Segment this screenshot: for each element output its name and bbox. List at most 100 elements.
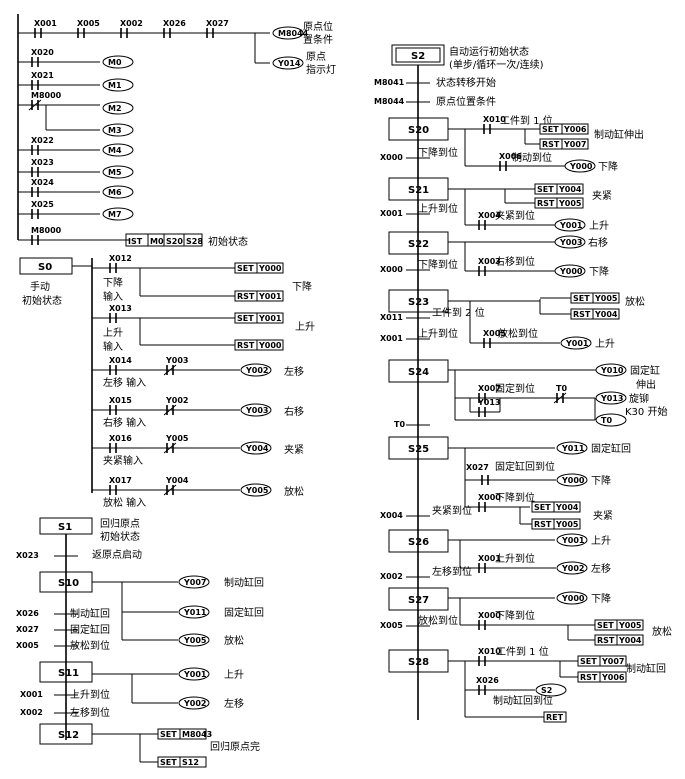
contact-s27-x000: X000 [478,611,501,620]
instr-dev [616,634,644,646]
auto-step-label: S28 [408,657,429,668]
contact-X023: X023 [31,158,54,167]
s26-x001-label: 上升到位 [495,552,535,565]
coil-s22-y003 [554,235,586,249]
coil-s25-y000 [556,473,588,487]
m8044-label: 原点位 [303,20,333,33]
coil-Y005 [240,483,272,497]
s25-x027: X027 [466,463,489,472]
s11-trans-label: 左移到位 [70,706,110,719]
s24-x007-label: 固定到位 [495,382,535,395]
trans-label: 下降到位 [418,146,458,159]
instr-op: SET [534,503,551,512]
coil-s28-s2 [535,683,567,697]
instr-op: RST [237,292,255,301]
instr-dev-label: S12 [182,758,199,767]
trans-label: 放松到位 [418,614,458,627]
y014-label: 指示灯 [306,63,336,76]
s0-up-label: 输入 [103,340,123,353]
coil-M6 [102,185,134,199]
step-s26 [388,529,449,553]
ist-label: S28 [186,237,203,246]
coil-Y004 [240,441,272,455]
coil-M3 [102,123,134,137]
coil-label: Y001 [559,221,583,230]
contact-s25-x000: X000 [478,493,501,502]
instr-op: SET [160,730,177,739]
coil-y014 [272,56,304,70]
step-s27 [388,587,449,611]
instr-dev [599,671,627,683]
move-label: 放松 输入 [103,496,146,509]
contact-Y002: Y002 [165,396,189,405]
contact-X020: X020 [31,48,54,57]
step-s11 [39,661,93,683]
coil-M7 [102,207,134,221]
trans-contact: X001 [380,334,403,343]
trans-label: 下降到位 [418,258,458,271]
coil-Y002 [240,363,272,377]
contact-X024: X024 [31,178,54,187]
coil-label: Y003 [245,406,269,415]
s2-label: 自动运行初始状态 [449,45,529,58]
y014-label: 原点 [306,51,326,63]
contact-X015: X015 [109,396,132,405]
s10-out-label: 制动缸回 [224,576,264,589]
instr-op: SET [237,264,254,273]
coil-label: Y005 [183,636,207,645]
contact-X005: X005 [77,19,100,28]
coil-label: Y011 [183,608,207,617]
instr-dev [553,501,581,513]
step-s22 [388,231,449,255]
coil-m8044 [272,26,304,40]
coil-label: Y001 [183,670,207,679]
coil-Y007 [178,575,210,589]
s25-x027-label: 固定缸回到位 [495,460,555,473]
instr-dev [256,339,284,351]
contact-M8000: M8000 [31,91,62,100]
move-label: 左移 输入 [103,376,146,389]
trans-contact: X004 [380,511,403,520]
instr-dev [256,290,284,302]
s25-right: 夹紧 [593,509,613,522]
coil-label: Y000 [561,594,585,603]
s23-right: 放松 [625,295,645,308]
instr-op: RST [580,673,598,682]
move-right-label: 夹紧 [284,443,304,456]
coil-label: M7 [108,210,122,219]
s24-k30: K30 开始 [625,405,667,418]
m8044: M8044 [374,97,405,106]
contact-X022: X022 [31,136,54,145]
coil-label: Y004 [245,444,269,453]
instr-dev-label: Y004 [594,310,618,319]
step-label: S1 [58,522,72,533]
coil-s27-y000 [556,591,588,605]
coil-s22-y000 [554,264,586,278]
instr-op: SET [580,657,597,666]
instr-dev-label: Y007 [601,657,625,666]
coil-label: T0 [601,416,612,425]
auto-step-label: S27 [408,595,429,606]
contact-s20-x010: X010 [483,115,506,124]
coil-s24-t0 [595,413,627,427]
contact-X027: X027 [206,19,229,28]
s0-label: 手动 [30,280,50,293]
instr-dev-label: Y001 [258,292,282,301]
coil-M2 [102,101,134,115]
auto-step-label: S20 [408,125,429,136]
instr-dev [616,619,644,631]
trans-contact: X001 [380,209,403,218]
auto-step-label: S24 [408,367,429,378]
instr-op: RST [537,199,555,208]
coil-label: M1 [108,81,122,90]
s28-x026: X026 [476,676,499,685]
coil-label: M8044 [278,29,309,38]
instr-dev [553,518,581,530]
s10-trans-label: 制动缸回 [70,607,110,620]
s10-trans: X027 [16,625,39,634]
coil-label: Y001 [565,339,589,348]
auto-step-label: S25 [408,444,429,455]
instr-op: SET [537,185,554,194]
